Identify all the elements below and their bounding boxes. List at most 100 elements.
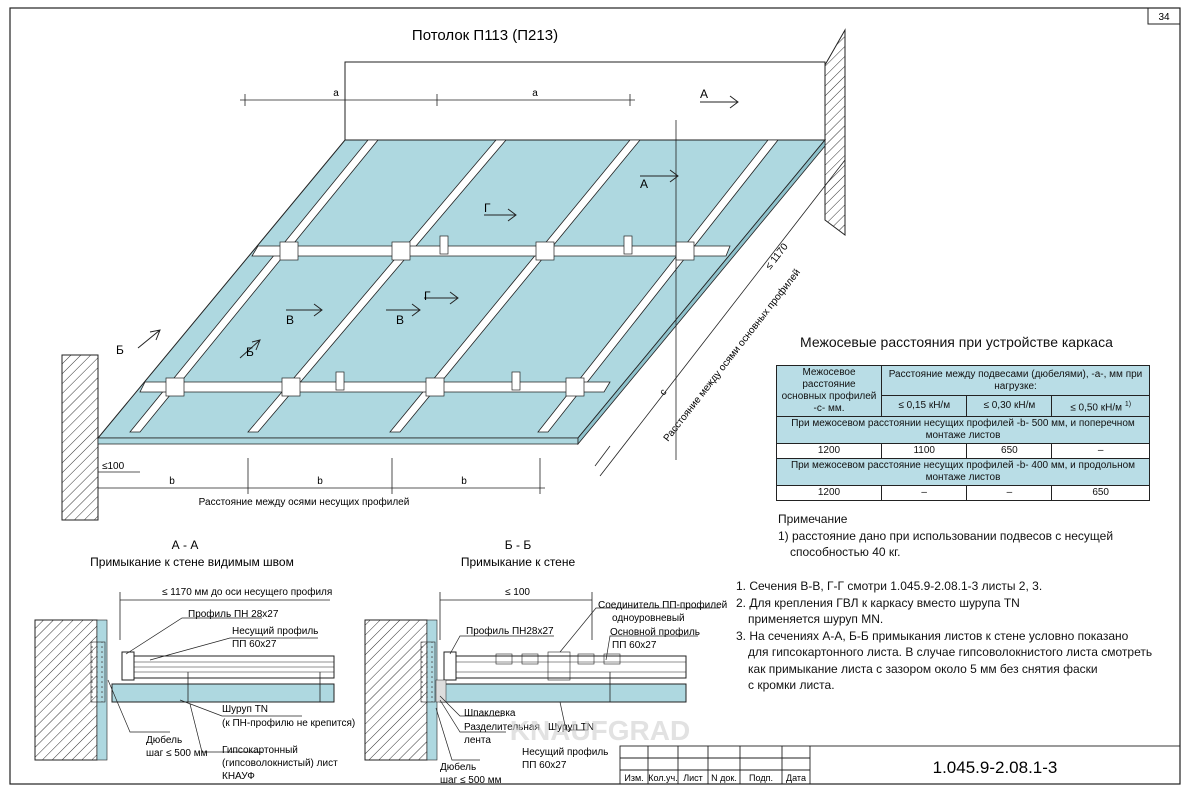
aa-board-1: Гипсокартонный [222,745,298,756]
stamp-col-kol: Кол.уч. [648,773,678,783]
dim-c: c [658,387,670,398]
primechanie-line2: способностью 40 кг. [790,545,901,559]
bb-pn-profile [443,651,457,681]
th-load1: ≤ 0,15 кН/м [880,395,968,417]
dim-top [240,94,635,106]
section-bb: Б - Б Примыкание к стене ≤ 100 [364,538,727,786]
title-block [619,745,1181,785]
bb-wall [364,619,428,761]
th-spacing: Межосевое расстояние основных профилей -… [776,365,882,417]
table-title: Межосевые расстояния при устройстве карк… [800,334,1113,350]
bb-main-profile [455,655,687,679]
dim-b-1: b [169,476,175,487]
section-aa-subtitle: Примыкание к стене видимым швом [90,555,294,569]
sheet-frame [9,7,1181,785]
th-group: Расстояние между подвесами (дюбелями), -… [881,364,1150,397]
aa-carrier-1: Несущий профиль [232,625,318,637]
stamp-col-ndoc: N док. [711,773,737,783]
watermark: KNAUFGRAD [510,715,690,746]
row1-c1: 1100 [880,443,968,459]
notes-block: 1. Сечения В-В, Г-Г смотри 1.045.9-2.08.… [736,578,1166,694]
bb-connectors [495,651,621,681]
note-line-7: с кромки листа. [748,678,835,692]
stamp-col-izm: Изм. [624,773,643,783]
aa-pn-profile [121,651,135,681]
aa-dowel-2: шаг ≤ 500 мм [146,748,208,759]
primechanie-line1: 1) расстояние дано при использовании под… [778,528,1114,543]
note-line-3: применяется шуруп MN. [748,612,884,626]
hangers [335,235,633,391]
mark-G-1: Г [484,201,491,215]
sheet-code: 1.045.9-2.08.1-3 [933,758,1058,777]
section-bb-subtitle: Примыкание к стене [461,555,576,569]
row2-c1: – [880,485,968,501]
section-arrows [137,95,739,359]
dim-b-2: b [317,476,323,487]
bb-dowel-2: шаг ≤ 500 мм [440,775,502,786]
mark-A-1: А [700,87,708,101]
bb-tape-2: лента [464,735,491,746]
aa-carrier-2: ПП 60х27 [232,639,277,650]
section-aa-dim: ≤ 1170 мм до оси несущего профиля [162,586,332,598]
mark-V-1: В [286,313,294,327]
mark-A-2: А [640,177,648,191]
bb-carrier-1: Несущий профиль [522,746,608,758]
bb-carrier-2: ПП 60х27 [522,760,567,771]
aa-board [111,683,335,703]
row1-c2: 650 [966,443,1053,459]
mark-V-2: В [396,313,404,327]
mark-B-1: Б [116,343,124,357]
dim-b-3: b [461,476,467,487]
bb-connector-1: Соединитель ПП-профилей [598,599,727,611]
sheet-title: Потолок П113 (П213) [412,27,558,44]
bb-tape-1: Разделительная [464,722,540,733]
page-number: 34 [1158,12,1170,23]
section-aa-title: А - А [172,538,199,552]
dim-a-1: a [333,88,339,99]
row2-c3: 650 [1051,485,1150,501]
dim-side [594,120,846,477]
aa-profile-pn: Профиль ПН 28х27 [188,608,279,620]
ceiling-slab [344,61,826,141]
aa-wall [34,619,98,761]
row1-c0: 1200 [776,443,882,459]
carrier-profiles [139,245,731,393]
note-line-5: для гипсокартонного листа. В случае гипс… [748,645,1153,659]
note-line-2: 2. Для крепления ГВЛ к каркасу вместо шу… [736,595,1020,610]
bb-main-2: ПП 60х27 [612,640,657,651]
bb-dowel-1: Дюбель [440,761,476,773]
aa-board-3: КНАУФ [222,771,255,782]
dim-le100: ≤100 [102,461,125,472]
spacing-table: Межосевое расстояние основных профилей -… [776,364,1150,501]
mark-G-2: Г [424,289,431,303]
aa-screw-2: (к ПН-профилю не крепится) [222,717,355,729]
aa-dowel-zone [90,641,106,703]
note-line-6: как примыкание листа с зазором около 5 м… [748,661,1098,676]
section-aa: А - А Примыкание к стене видимым швом ≤ … [34,538,355,782]
stamp-col-podp: Подп. [749,773,773,783]
bb-board [439,683,687,703]
note-line-1: 1. Сечения В-В, Г-Г смотри 1.045.9-2.08.… [736,579,1043,593]
aa-dowel-1: Дюбель [146,734,182,746]
bb-connector-2: одноуровневый [612,613,685,624]
dim-a-2: a [532,88,538,99]
bb-main-1: Основной профиль [610,626,700,638]
bb-putty: Шпаклевка [464,708,516,719]
aa-screw-1: Шуруп TN [222,704,268,715]
th-load3: ≤ 0,50 кН/м 1) [1051,395,1150,417]
row1-c3: – [1051,443,1150,459]
dim-bottom [97,455,545,494]
caption-bottom: Расстояние между осями несущих профилей [199,496,410,508]
primechanie-title: Примечание [778,512,848,526]
stamp-col-data: Дата [786,773,806,783]
section-row-2: При межосевом расстояние несущих профиле… [776,458,1150,486]
left-wall [61,354,99,521]
mark-B-2: Б [246,345,254,359]
section-row-1: При межосевом расстоянии несущих профиле… [776,416,1150,444]
dim-le1170: ≤ 1170 [764,241,791,272]
right-wall [824,28,846,236]
main-profiles [129,139,779,433]
bb-profile-pn: Профиль ПН28х27 [466,625,554,637]
bb-dowel-zone [420,641,436,703]
